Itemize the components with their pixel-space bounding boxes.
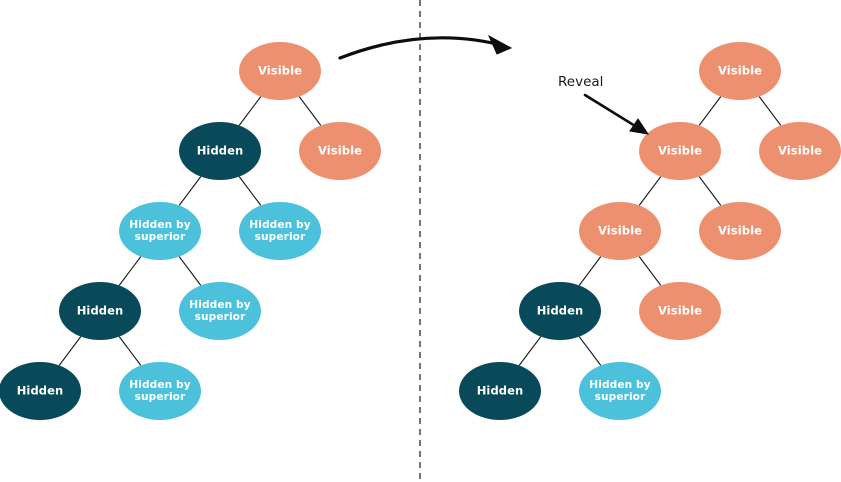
tree-edge	[578, 256, 602, 286]
tree-edge	[638, 176, 662, 206]
reveal-label: Reveal	[558, 74, 603, 90]
tree-edge	[118, 336, 142, 366]
tree-node-visible[interactable]: Visible	[699, 42, 781, 100]
node-shape	[299, 122, 381, 180]
tree-node-hidden[interactable]: Hidden	[459, 362, 541, 420]
node-shape	[579, 362, 661, 420]
reveal-annotation: Reveal	[558, 74, 650, 135]
tree-node-visible[interactable]: Visible	[239, 42, 321, 100]
node-shape	[519, 282, 601, 340]
tree-node-visible[interactable]: Visible	[579, 202, 661, 260]
tree-edge	[178, 256, 202, 286]
tree-edge	[178, 176, 202, 206]
tree-edge	[58, 336, 82, 366]
curved-arrow-shaft	[338, 36, 507, 60]
tree-node-visible[interactable]: Visible	[299, 122, 381, 180]
tree-edge	[698, 176, 722, 206]
tree-edge	[238, 96, 262, 126]
tree-node-visible[interactable]: Visible	[639, 122, 721, 180]
tree-edge	[298, 96, 322, 126]
before-tree-edges	[58, 96, 322, 366]
tree-edge	[118, 256, 142, 286]
tree-edge	[758, 96, 782, 126]
node-shape	[639, 122, 721, 180]
tree-edge	[698, 96, 722, 126]
tree-edge	[578, 336, 602, 366]
node-shape	[0, 362, 81, 420]
curved-arrow-head	[487, 34, 513, 55]
tree-edge	[638, 256, 662, 286]
node-shape	[239, 42, 321, 100]
node-shape	[59, 282, 141, 340]
tree-node-hidden[interactable]: Hidden	[0, 362, 81, 420]
tree-node-hidden[interactable]: Hidden	[59, 282, 141, 340]
tree-node-visible[interactable]: Visible	[699, 202, 781, 260]
node-shape	[699, 42, 781, 100]
node-shape	[459, 362, 541, 420]
tree-node-visible[interactable]: Visible	[639, 282, 721, 340]
node-shape	[699, 202, 781, 260]
after-tree-edges	[518, 96, 782, 366]
node-shape	[119, 362, 201, 420]
reveal-arrow-shaft	[583, 93, 642, 131]
node-shape	[179, 122, 261, 180]
node-shape	[179, 282, 261, 340]
tree-edge	[518, 336, 542, 366]
tree-node-visible[interactable]: Visible	[759, 122, 841, 180]
transform-flow-arrow	[338, 34, 513, 60]
node-shape	[119, 202, 201, 260]
node-shape	[639, 282, 721, 340]
tree-node-hidden[interactable]: Hidden	[519, 282, 601, 340]
reveal-arrow-head	[629, 118, 650, 135]
tree-node-hidden[interactable]: Hidden	[179, 122, 261, 180]
node-shape	[759, 122, 841, 180]
tree-edge	[238, 176, 262, 206]
node-shape	[579, 202, 661, 260]
node-shape	[239, 202, 321, 260]
